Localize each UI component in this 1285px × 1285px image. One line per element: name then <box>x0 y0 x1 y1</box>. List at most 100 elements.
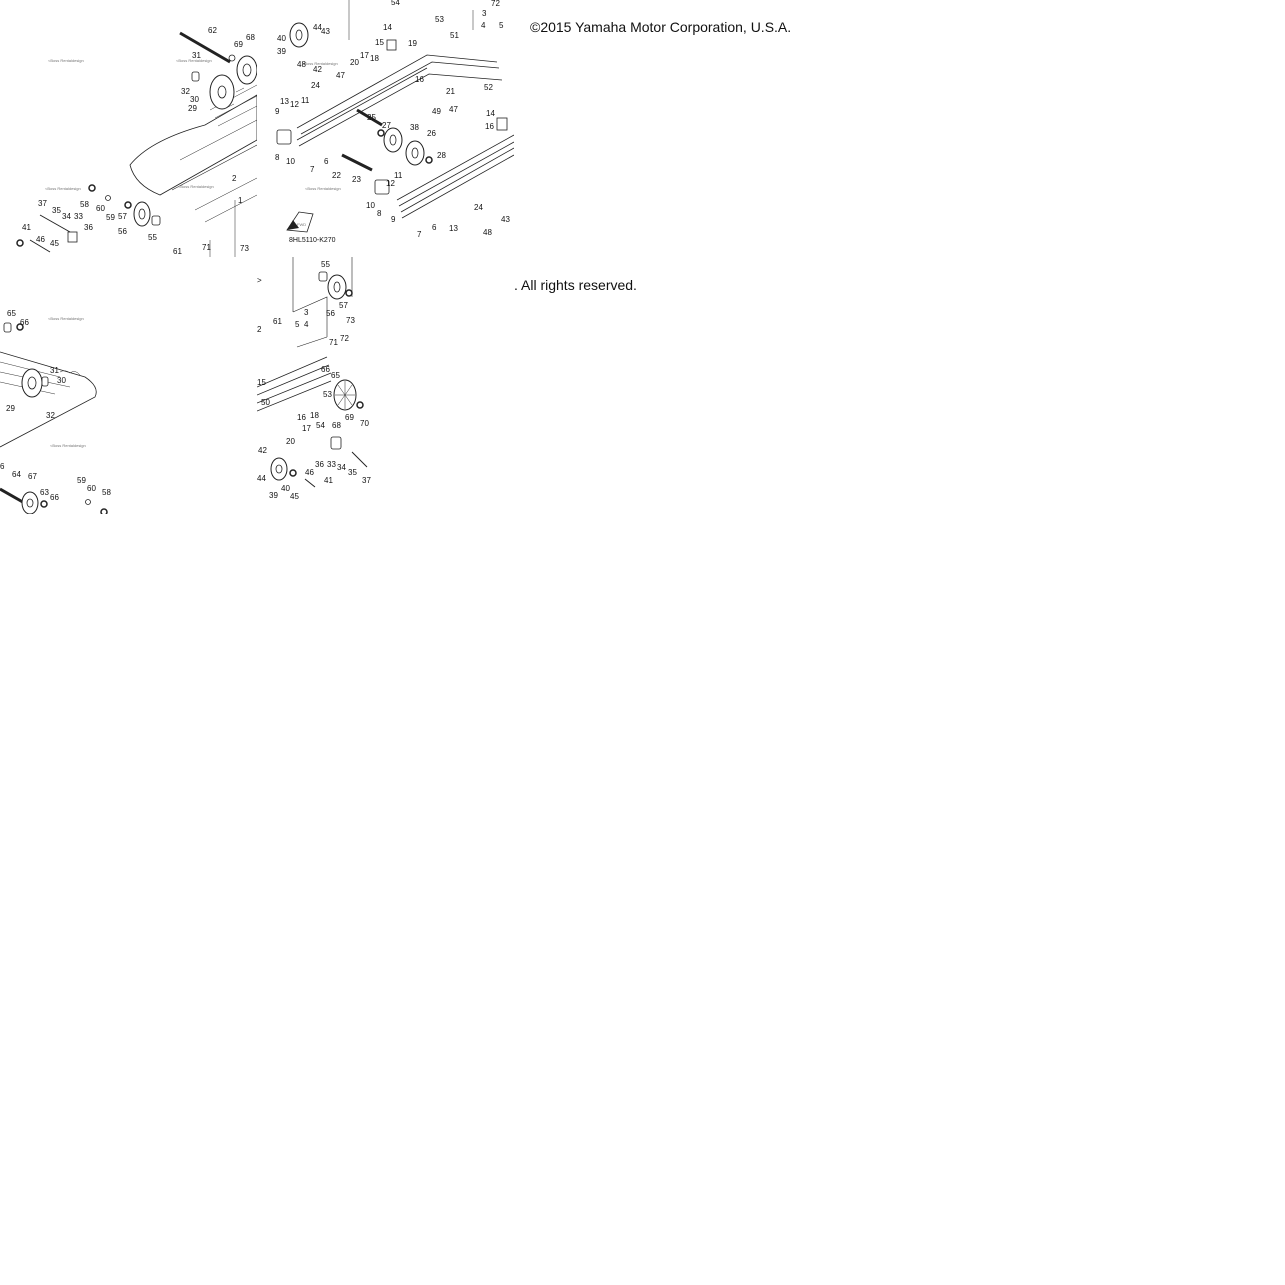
callout-number: 8 <box>377 209 382 218</box>
callout-number: 10 <box>286 157 295 166</box>
callout-number: 53 <box>435 15 444 24</box>
callout-number: 16 <box>415 75 424 84</box>
callout-number: 4 <box>481 21 486 30</box>
washer-lower <box>100 508 108 514</box>
bearing <box>377 129 385 137</box>
callout-number: 46 <box>305 468 314 477</box>
callout-number: 34 <box>62 212 71 221</box>
callout-number: 55 <box>321 260 330 269</box>
callout-number: 2 <box>257 325 262 334</box>
callout-number: 40 <box>277 34 286 43</box>
copyright-notice: ©2015 Yamaha Motor Corporation, U.S.A. <box>530 19 792 35</box>
callout-number: 17 <box>302 424 311 433</box>
wheel-spokes <box>335 381 355 409</box>
callout-number: 47 <box>336 71 345 80</box>
callout-number: 60 <box>96 204 105 213</box>
callout-number: 35 <box>52 206 61 215</box>
watermark: <Boss Rentaldesign <box>176 58 212 63</box>
callout-number: 52 <box>484 83 493 92</box>
callout-number: 46 <box>36 235 45 244</box>
bolt <box>39 214 71 233</box>
watermark: <Boss Rentaldesign <box>50 443 86 448</box>
callout-number: 33 <box>327 460 336 469</box>
idler-wheel-lower <box>133 201 151 227</box>
callout-number: 3 <box>304 308 309 317</box>
callout-number: 25 <box>367 113 376 122</box>
callout-number: 11 <box>394 171 403 180</box>
bearing <box>345 289 353 297</box>
cross-shaft <box>341 153 373 172</box>
callout-number: 14 <box>383 23 392 32</box>
callout-number: 12 <box>290 100 299 109</box>
callout-number: 9 <box>275 107 280 116</box>
callout-number: 73 <box>346 316 355 325</box>
callout-number: 5 <box>499 21 504 30</box>
pivot-block <box>276 129 292 145</box>
callout-number: 73 <box>240 244 249 253</box>
bearing <box>40 500 48 508</box>
callout-number: 15 <box>375 38 384 47</box>
callout-number: 4 <box>304 320 309 329</box>
callout-number: 33 <box>74 212 83 221</box>
callout-number: 32 <box>46 411 55 420</box>
pivot-block <box>330 436 342 450</box>
idler-wheel-inner <box>209 74 235 110</box>
callout-number: 3 <box>482 9 487 18</box>
exploded-view-rear-track-bottom-left: <Boss Rentaldesign <Boss Rentaldesign 65… <box>0 309 111 514</box>
callout-number: 16 <box>297 413 306 422</box>
wheel-hub-inner <box>217 85 227 99</box>
callout-number: 50 <box>261 398 270 407</box>
callout-number: 54 <box>316 421 325 430</box>
callout-number: 60 <box>87 484 96 493</box>
track-belt <box>129 94 257 196</box>
callout-number: 27 <box>382 121 391 130</box>
track-belt-edge <box>171 144 257 191</box>
bearing-right <box>425 156 433 164</box>
spacer <box>191 71 200 82</box>
callout-number: 42 <box>258 446 267 455</box>
callout-number: 57 <box>339 301 348 310</box>
wheel-hub <box>27 376 37 390</box>
callout-number: 57 <box>118 212 127 221</box>
nut <box>85 499 91 505</box>
callout-number: 19 <box>408 39 417 48</box>
wheel-hub-right <box>411 147 419 159</box>
collar <box>3 322 12 333</box>
idler-wheel-lower <box>21 491 39 514</box>
callout-number: 56 <box>326 309 335 318</box>
callout-number: 21 <box>446 87 455 96</box>
wheel-hub-lower <box>138 208 146 220</box>
wheel-hub <box>333 281 341 293</box>
callout-number: 65 <box>331 371 340 380</box>
callout-number: 41 <box>22 223 31 232</box>
diagram-tile-top-left: 62 31 69 68 32 30 29 37 35 34 33 36 58 6… <box>0 0 257 257</box>
wheel-hub <box>295 29 303 41</box>
callout-number: 6 <box>324 157 329 166</box>
callout-number: 47 <box>449 105 458 114</box>
wheel-hub-mid <box>389 134 397 146</box>
callout-number: 8 <box>275 153 280 162</box>
callout-number: 48 <box>483 228 492 237</box>
washer <box>88 184 96 192</box>
idler-wheel <box>236 55 257 85</box>
watermark: <Boss Rentaldesign <box>178 184 214 189</box>
arrow-glyph: > <box>257 276 262 285</box>
callout-number: 68 <box>332 421 341 430</box>
callout-number: 36 <box>84 223 93 232</box>
callout-number: 67 <box>28 472 37 481</box>
bearing-right <box>356 401 364 409</box>
callout-number: 23 <box>352 175 361 184</box>
callout-number: 40 <box>281 484 290 493</box>
callout-number: 24 <box>311 81 320 90</box>
idler-wheel-lower <box>270 457 288 481</box>
callout-number: 51 <box>450 31 459 40</box>
callout-number: 41 <box>324 476 333 485</box>
idler-wheel <box>327 274 347 300</box>
callout-number: 69 <box>345 413 354 422</box>
callout-number: 68 <box>246 33 255 42</box>
idler-wheel-mid <box>383 127 403 153</box>
callout-number: 11 <box>301 96 310 105</box>
nut <box>105 195 111 201</box>
callout-number: 71 <box>202 243 211 252</box>
callout-number: 49 <box>432 107 441 116</box>
